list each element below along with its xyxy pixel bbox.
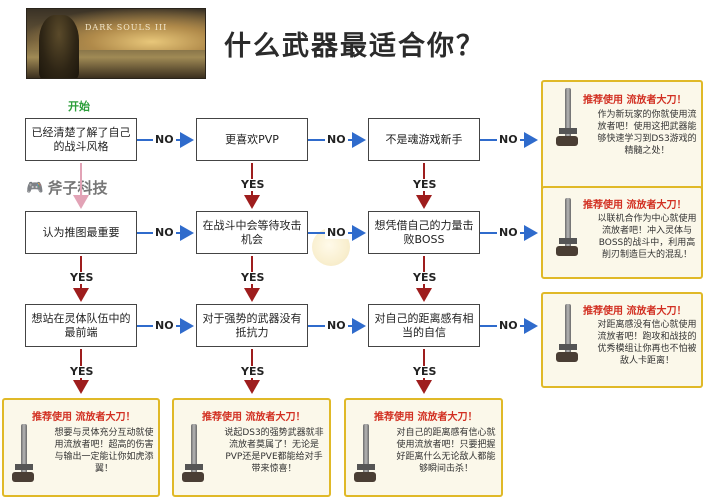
recommendation-title: 推荐使用 流放者大刀！ [583,306,687,317]
decision-progression-important: 认为推图最重要 [25,211,137,254]
edge-label-yes: YES [411,271,439,284]
start-label: 开始 [68,100,90,113]
edge-label-no: NO [497,319,520,332]
knight-silhouette [39,15,79,78]
recommendation-text: 对距离感没有信心就使用流放者吧！跑攻和战技的优秀模组让你再也不怕被敌人卡距离！ [597,320,697,366]
greatsword-icon [556,198,578,256]
decision-frontline: 想站在灵体队伍中的最前端 [25,304,137,347]
greatsword-icon [556,304,578,362]
recommendation-title: 推荐使用 流放者大刀！ [374,412,478,423]
edge-label-no: NO [153,133,176,146]
decision-not-souls-newbie: 不是魂游戏新手 [368,118,480,161]
edge-label-yes: YES [239,178,267,191]
edge-label-no: NO [325,226,348,239]
decision-fighting-style: 已经清楚了解了自己的战斗风格 [25,118,137,161]
greatsword-icon [12,424,34,482]
edge-label-yes: YES [68,365,96,378]
recommendation-card: 推荐使用 流放者大刀！ 说起DS3的强势武器就非流放者莫属了！无论是PVP还是P… [172,398,331,497]
edge-label-yes: YES [411,178,439,191]
edge-label-no: NO [153,226,176,239]
greatsword-icon [354,424,376,482]
edge-label-no: NO [325,319,348,332]
recommendation-text: 以联机合作为中心就使用流放者吧！冲入灵体与BOSS的战斗中，利用高削刃制造巨大的… [597,214,697,260]
edge-label-no: NO [153,319,176,332]
decision-strong-weapons: 对于强势的武器没有抵抗力 [196,304,308,347]
edge-label-no: NO [497,226,520,239]
recommendation-title: 推荐使用 流放者大刀！ [583,200,687,211]
recommendation-text: 说起DS3的强势武器就非流放者莫属了！无论是PVP还是PVE都能给对手带来惊喜！ [224,428,324,474]
recommendation-text: 想要与灵体充分互动就使用流放者吧！超高的伤害与输出一定能让你如虎添翼！ [54,428,154,474]
page-title: 什么武器最适合你？ [224,31,485,62]
edge-label-yes: YES [411,365,439,378]
recommendation-text: 作为新玩家的你就使用流放者吧！使用这把武器能够快速学习到DS3游戏的精髓之处！ [597,110,697,156]
edge-label-yes: YES [68,271,96,284]
dark-souls-banner-image: DARK SOULS III [26,8,206,79]
recommendation-card: 推荐使用 流放者大刀！ 对自己的距离感有信心就使用流放者吧！只要把握好距离什么无… [344,398,503,497]
recommendation-title: 推荐使用 流放者大刀！ [202,412,306,423]
recommendation-card: 推荐使用 流放者大刀！ 对距离感没有信心就使用流放者吧！跑攻和战技的优秀模组让你… [541,292,703,388]
decision-wait-for-opening: 在战斗中会等待攻击机会 [196,211,308,254]
watermark: 🎮 斧子科技 [26,177,107,198]
recommendation-card: 推荐使用 流放者大刀！ 作为新玩家的你就使用流放者吧！使用这把武器能够快速学习到… [541,80,703,191]
decision-spacing-confidence: 对自己的距离感有相当的自信 [368,304,480,347]
edge-label-no: NO [497,133,520,146]
edge-label-yes: YES [239,271,267,284]
edge-label-yes: YES [239,365,267,378]
recommendation-card: 推荐使用 流放者大刀！ 想要与灵体充分互动就使用流放者吧！超高的伤害与输出一定能… [2,398,160,497]
watermark-text: 斧子科技 [47,179,108,197]
recommendation-text: 对自己的距离感有信心就使用流放者吧！只要把握好距离什么无论敌人都能够瞬间击杀！ [396,428,496,474]
greatsword-icon [182,424,204,482]
edge-label-no: NO [325,133,348,146]
greatsword-icon [556,88,578,146]
recommendation-title: 推荐使用 流放者大刀！ [32,412,136,423]
game-logo: DARK SOULS III [85,23,168,32]
recommendation-title: 推荐使用 流放者大刀！ [583,95,687,106]
decision-prefer-pvp: 更喜欢PVP [196,118,308,161]
decision-solo-boss: 想凭借自己的力量击败BOSS [368,211,480,254]
recommendation-card: 推荐使用 流放者大刀！ 以联机合作为中心就使用流放者吧！冲入灵体与BOSS的战斗… [541,186,703,279]
gamepad-icon: 🎮 [26,179,44,196]
